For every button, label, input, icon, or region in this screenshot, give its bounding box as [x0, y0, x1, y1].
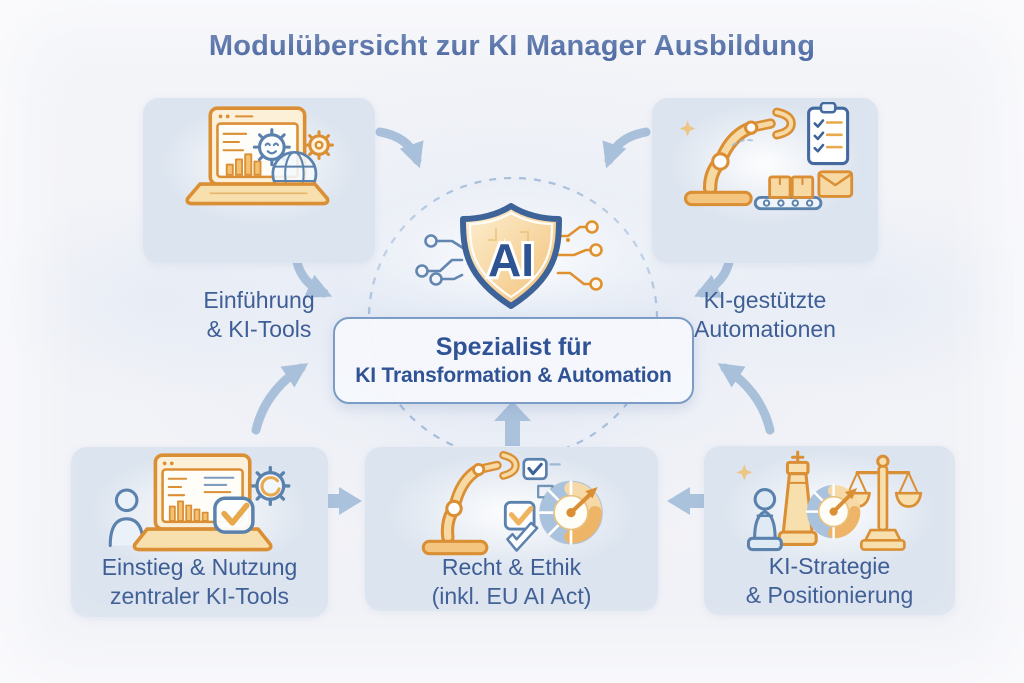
module-label-line2: Automationen	[694, 316, 836, 342]
block-arrows	[324, 401, 705, 515]
robot-arm-conveyor-checklist-icon	[679, 102, 854, 211]
circuit-left	[415, 234, 465, 286]
shield-ai-label: AI	[488, 234, 534, 286]
module-label-line1: Einführung	[203, 287, 315, 313]
module-label-line1: Recht & Ethik	[441, 554, 582, 580]
arrow-right-to-center	[693, 257, 734, 298]
arrow-bottom-left-to-center	[251, 363, 309, 435]
arrow-left-bottom	[667, 487, 705, 515]
module-label-line1: Einstieg & Nutzung	[101, 554, 298, 580]
module-label-line1: KI-Strategie	[768, 553, 891, 579]
shield-shape: AI	[460, 203, 562, 309]
page-title: Modulübersicht zur KI Manager Ausbildung	[208, 30, 816, 62]
arrow-bottom-right-to-center	[717, 363, 775, 435]
specialist-line2: KI Transformation & Automation	[355, 364, 672, 387]
module-label-line2: & KI-Tools	[206, 316, 312, 342]
user-laptop-check-gear-icon	[108, 453, 291, 552]
module-card-einfuehrung-ki-tools: Einführung & KI-Tools	[143, 98, 375, 342]
arrow-left-to-center	[292, 257, 333, 298]
circuit-right	[556, 220, 603, 291]
chess-target-scales-icon	[736, 450, 923, 552]
module-card-recht-ethik: Recht & Ethik (inkl. EU AI Act)	[365, 447, 658, 611]
arrow-up-center	[494, 401, 531, 446]
ai-shield-icon: AI	[415, 203, 603, 309]
module-card-ki-strategie: KI-Strategie & Positionierung	[704, 446, 955, 615]
arrow-top-right-to-center	[602, 127, 651, 169]
module-label-line2: zentraler KI-Tools	[110, 583, 289, 609]
arrow-top-left-to-center	[375, 127, 424, 169]
robot-arm-checkboxes-gauge-icon	[421, 451, 603, 556]
module-card-einstieg-nutzung: Einstieg & Nutzung zentraler KI-Tools	[71, 447, 328, 617]
module-label-line1: KI-gestützte	[703, 287, 827, 313]
module-label-line2: & Positionierung	[745, 582, 914, 608]
arrow-right-bottom	[324, 487, 362, 515]
specialist-line1: Spezialist für	[435, 333, 592, 361]
laptop-gears-globe-icon	[185, 106, 334, 206]
specialist-box: Spezialist für KI Transformation & Autom…	[333, 317, 694, 404]
module-card-ki-gestuetzte-automationen: KI-gestützte Automationen	[652, 98, 878, 342]
curved-arrows	[251, 127, 775, 435]
module-label-line2: (inkl. EU AI Act)	[431, 583, 592, 609]
